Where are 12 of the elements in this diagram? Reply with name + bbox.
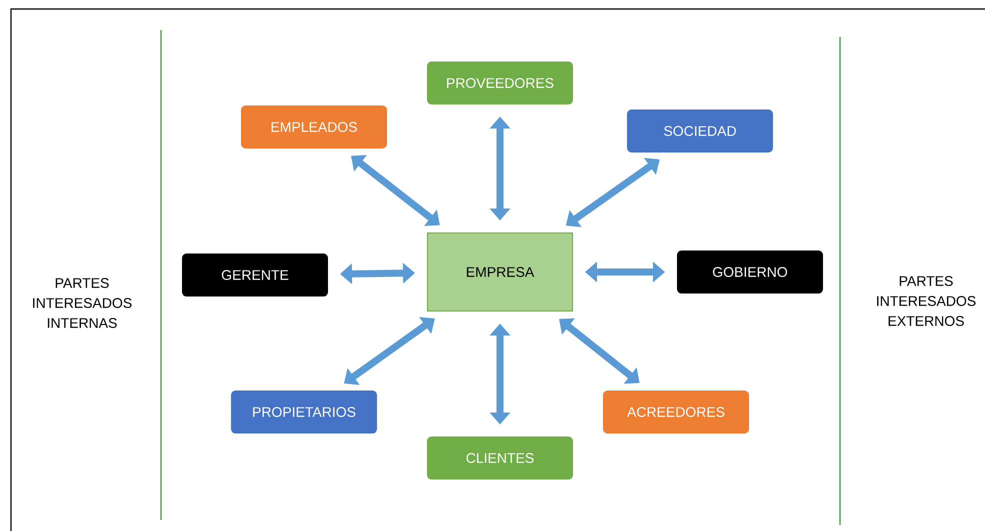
stakeholder-box: PROVEEDORES [427, 62, 573, 104]
stakeholder-box: SOCIEDAD [627, 110, 773, 152]
stakeholder-box: CLIENTES [427, 436, 573, 480]
double-arrow [351, 155, 440, 226]
center-box: EMPRESA [427, 232, 573, 312]
side-label: PARTES INTERESADOS INTERNAS [33, 278, 132, 328]
stakeholder-box: ACREEDORES [603, 390, 749, 434]
stakeholder-box: EMPLEADOS [241, 106, 387, 148]
stakeholder-box: GERENTE [182, 254, 328, 296]
stakeholder-box: GOBIERNO [677, 250, 823, 294]
side-label: PARTES INTERESADOS EXTERNOS [877, 276, 976, 326]
stakeholder-box: PROPIETARIOS [231, 390, 377, 434]
